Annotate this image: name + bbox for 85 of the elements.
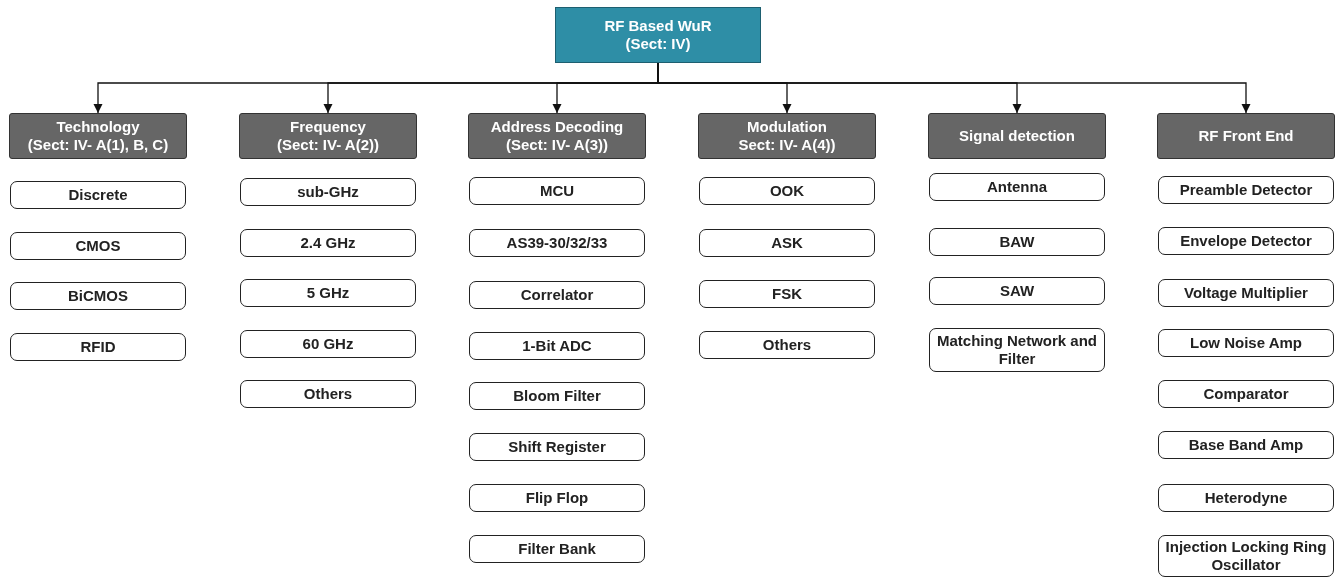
node-title: CMOS [75, 237, 121, 255]
item-box [1158, 176, 1334, 204]
item-box [240, 229, 416, 257]
item-box [10, 282, 186, 310]
item-box [1158, 380, 1334, 408]
node-title: Discrete [68, 186, 128, 204]
node-title: Envelope Detector [1180, 232, 1312, 250]
node-title: Base Band Amp [1188, 436, 1304, 454]
node-title: Injection Locking Ring Oscillator [1164, 538, 1328, 574]
item-box [1158, 279, 1334, 307]
item-box [469, 229, 645, 257]
item-box [1158, 484, 1334, 512]
node-title: 1-Bit ADC [522, 337, 592, 355]
node-subtitle: (Sect: IV- A(1), B, C) [27, 136, 169, 154]
item-box [240, 330, 416, 358]
node-title: Flip Flop [525, 489, 589, 507]
node-title: Comparator [1203, 385, 1289, 403]
item-box [10, 232, 186, 260]
node-subtitle: (Sect: IV- A(2)) [277, 136, 379, 154]
node-title: 60 GHz [302, 335, 354, 353]
item-box [469, 177, 645, 205]
node-title: Heterodyne [1204, 489, 1288, 507]
node-title: Voltage Multiplier [1184, 284, 1308, 302]
item-box [469, 281, 645, 309]
node-title: Correlator [520, 286, 594, 304]
item-box [699, 331, 875, 359]
category-box [1157, 113, 1335, 159]
item-box [1158, 329, 1334, 357]
node-subtitle: Sect: IV- A(4)) [738, 136, 836, 154]
item-box [1158, 535, 1334, 577]
node-title: Bloom Filter [513, 387, 601, 405]
node-title: FSK [772, 285, 802, 303]
category-box [698, 113, 876, 159]
node-title: RFID [80, 338, 116, 356]
node-subtitle: (Sect: IV- A(3)) [506, 136, 608, 154]
node-title: RF Front End [1198, 127, 1294, 145]
node-title: 2.4 GHz [300, 234, 356, 252]
item-box [929, 277, 1105, 305]
node-title: sub-GHz [297, 183, 359, 201]
node-subtitle: (Sect: IV) [625, 35, 691, 53]
node-title: Others [762, 336, 812, 354]
item-box [699, 177, 875, 205]
item-box [240, 178, 416, 206]
node-title: Preamble Detector [1179, 181, 1313, 199]
node-title: AS39-30/32/33 [506, 234, 608, 252]
node-title: Frequency [290, 118, 366, 136]
category-box [468, 113, 646, 159]
node-title: Matching Network and Filter [936, 332, 1098, 368]
node-title: Low Noise Amp [1190, 334, 1302, 352]
item-box [469, 382, 645, 410]
item-box [929, 173, 1105, 201]
category-box [239, 113, 417, 159]
node-title: Others [303, 385, 353, 403]
node-title: ASK [771, 234, 803, 252]
item-box [699, 280, 875, 308]
node-title: Signal detection [959, 127, 1075, 145]
node-title: RF Based WuR [604, 17, 712, 35]
item-box [240, 279, 416, 307]
category-box [9, 113, 187, 159]
node-title: Antenna [987, 178, 1047, 196]
item-box [469, 535, 645, 563]
node-title: Address Decoding [490, 118, 624, 136]
node-title: 5 GHz [306, 284, 350, 302]
node-title: MCU [539, 182, 575, 200]
item-box [469, 484, 645, 512]
item-box [929, 328, 1105, 372]
node-title: BAW [999, 233, 1035, 251]
node-title: Filter Bank [518, 540, 596, 558]
item-box [469, 332, 645, 360]
item-box [699, 229, 875, 257]
item-box [929, 228, 1105, 256]
root-box [555, 7, 761, 63]
item-box [10, 333, 186, 361]
node-title: SAW [999, 282, 1035, 300]
node-title: Modulation [747, 118, 827, 136]
category-box [928, 113, 1106, 159]
item-box [469, 433, 645, 461]
item-box [1158, 227, 1334, 255]
node-title: BiCMOS [68, 287, 128, 305]
item-box [1158, 431, 1334, 459]
node-title: Technology [56, 118, 140, 136]
node-title: OOK [769, 182, 805, 200]
item-box [240, 380, 416, 408]
node-title: Shift Register [508, 438, 606, 456]
item-box [10, 181, 186, 209]
